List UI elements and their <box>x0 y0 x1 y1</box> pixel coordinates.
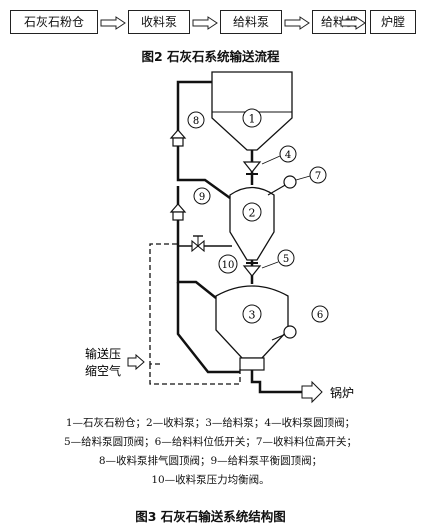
flow-arrow-icon <box>192 16 218 30</box>
outlet-label: 锅炉 <box>330 385 354 400</box>
legend-line: 1—石灰石粉仓；2—收料泵；3—给料泵；4—收料泵圆顶阀； <box>65 417 356 429</box>
label-receiving-pump: 2 <box>249 207 256 220</box>
receiving-pump-dome-valve <box>242 161 262 175</box>
process-flow: 石灰石粉仓 收料泵 给料泵 给料机 <box>8 10 418 40</box>
label-valve-4: 4 <box>285 150 291 161</box>
label-valve-10: 10 <box>222 260 235 271</box>
feeding-pump: 3 <box>215 285 289 371</box>
legend-line: 5—给料泵圆顶阀；6—给料料位低开关；7—收料料位高开关； <box>63 436 358 448</box>
flow-step-limestone-silo: 石灰石粉仓 <box>10 10 98 34</box>
feeding-pump-dome-valve <box>242 262 262 277</box>
figure3-caption: 图3 石灰石输送系统结构图 <box>135 509 286 524</box>
label-valve-9: 9 <box>199 192 205 203</box>
label-valve-5: 5 <box>283 254 289 265</box>
label-valve-8: 8 <box>193 116 199 127</box>
legend: 1—石灰石粉仓；2—收料泵；3—给料泵；4—收料泵圆顶阀； 5—给料泵圆顶阀；6… <box>0 414 421 490</box>
flow-step-furnace: 炉膛 <box>370 10 416 34</box>
receiving-pump-pressure-balance-valve <box>191 235 205 253</box>
flow-step-feeding-pump: 给料泵 <box>220 10 282 34</box>
air-label-line1: 输送压 <box>85 346 121 361</box>
label-switch-6: 6 <box>317 310 323 321</box>
receiving-pump-vent-dome-valve <box>169 129 187 147</box>
flow-step-receiving-pump: 收料泵 <box>128 10 190 34</box>
flow-arrow-icon <box>340 16 366 30</box>
receiving-pump: 2 <box>229 186 275 261</box>
outlet-arrow-icon <box>301 380 323 404</box>
label-switch-7: 7 <box>315 171 321 182</box>
flow-arrow-icon <box>284 16 310 30</box>
conveying-system-diagram: 1 4 2 7 5 3 6 锅炉 <box>85 71 354 404</box>
receiving-level-high-switch <box>267 175 297 196</box>
label-feeding-pump: 3 <box>249 309 256 322</box>
flow-arrow-icon <box>100 16 126 30</box>
feeding-level-low-switch <box>271 325 297 341</box>
label-silo: 1 <box>249 113 256 126</box>
limestone-silo: 1 <box>211 71 293 151</box>
legend-line: 8—收料泵排气圆顶阀；9—给料泵平衡圆顶阀； <box>98 455 323 467</box>
air-inlet-arrow-icon <box>127 353 145 371</box>
figure2-caption: 图2 石灰石系统输送流程 <box>141 49 280 64</box>
legend-line: 10—收料泵压力均衡阀。 <box>151 474 270 486</box>
feeding-pump-balance-dome-valve <box>169 203 187 221</box>
air-label-line2: 缩空气 <box>85 363 121 378</box>
